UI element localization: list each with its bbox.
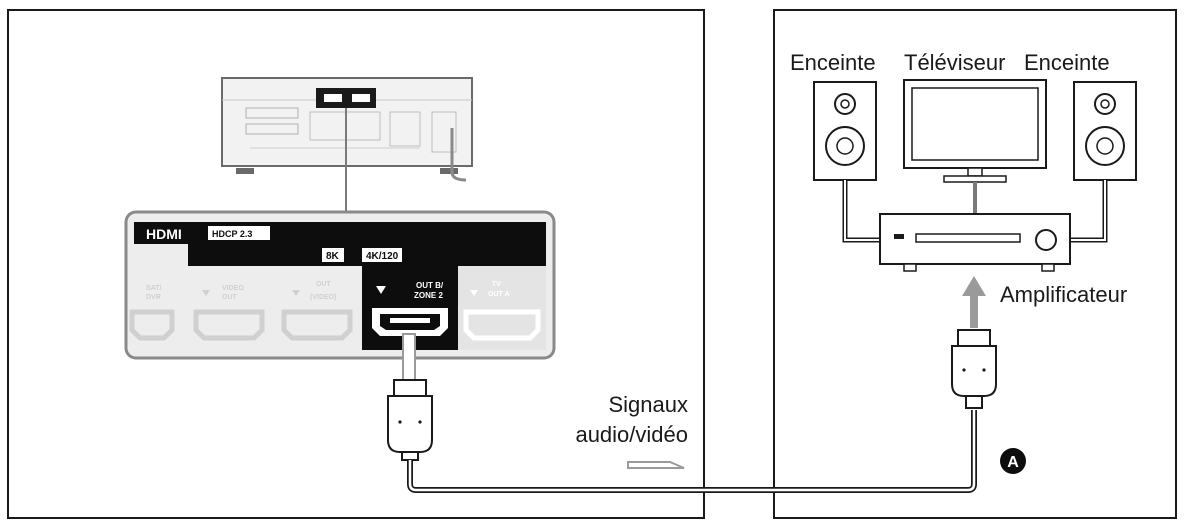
amplifier-icon [879, 213, 1071, 272]
faded-port-3-label: OUT [316, 281, 332, 288]
hdmi-plug-right [951, 329, 997, 409]
faded-port-1-sublabel: DVR [146, 294, 161, 301]
hdmi-cable-run [407, 410, 977, 493]
speaker-left-icon [813, 81, 877, 181]
faded-port-1-label: SAT/ [146, 285, 161, 292]
label-signals-line1: Signaux [608, 392, 688, 417]
faded-port-5-sublabel: OUT A [488, 291, 510, 298]
arrow-up-to-amplifier [962, 276, 986, 328]
faded-port-1: SAT/ DVR [129, 285, 175, 341]
label-amplifier: Amplificateur [1000, 282, 1127, 307]
tv-icon [903, 79, 1047, 183]
badge-4k120: 4K/120 [366, 251, 399, 262]
label-speaker-right: Enceinte [1024, 50, 1110, 75]
receiver-hdmi-highlight [316, 88, 376, 108]
callout-a-badge: A [1000, 448, 1026, 474]
out-port-label: OUT B/ [416, 281, 444, 290]
faded-port-3: OUT (VIDEO) [281, 281, 353, 341]
label-tv: Téléviseur [904, 50, 1005, 75]
faded-port-5-label: TV [492, 281, 501, 288]
amp-connection-lines [842, 180, 1108, 243]
signal-direction-arrow-icon [627, 461, 685, 469]
hdmi-cable-left [387, 333, 433, 461]
faded-port-2-label: VIDEO [222, 285, 244, 292]
hdmi-panel: HDMI HDCP 2.3 8K 4K/120 SAT/ DVR VIDEO O… [124, 210, 556, 360]
label-speaker-left: Enceinte [790, 50, 876, 75]
badge-8k: 8K [326, 251, 340, 262]
speaker-right-icon [1073, 81, 1137, 181]
out-port-sublabel: ZONE 2 [414, 291, 443, 300]
faded-port-5: TV OUT A [458, 266, 546, 350]
faded-port-2: VIDEO OUT [193, 285, 265, 341]
panel-hdmi-label: HDMI [146, 226, 182, 242]
panel-hdcp-label: HDCP 2.3 [212, 229, 252, 239]
right-frame [773, 9, 1177, 519]
hdmi-out-b-zone2-port: OUT B/ ZONE 2 [372, 281, 448, 336]
left-frame [7, 9, 705, 519]
faded-port-3-sublabel: (VIDEO) [310, 294, 336, 301]
faded-port-2-sublabel: OUT [222, 294, 238, 301]
label-signals-line2: audio/vidéo [575, 422, 688, 447]
callout-a-label: A [1007, 454, 1019, 471]
